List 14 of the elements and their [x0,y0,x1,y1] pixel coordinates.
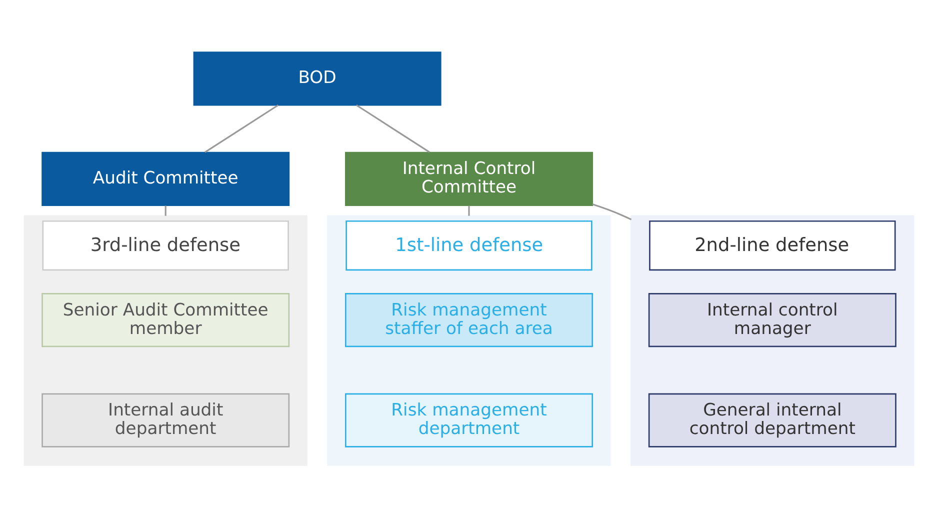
connector [164,206,166,216]
node-box: General internal control department [648,393,896,448]
node-box: Internal Control Committee [345,152,593,206]
node-box: Risk management department [345,393,593,448]
node-box: Risk management staffer of each area [345,293,593,348]
connector [592,204,632,220]
node-box: Internal control manager [648,293,896,348]
node-box: Senior Audit Committee member [42,293,290,348]
node-box: BOD [193,52,442,106]
connector [204,104,279,153]
connector [356,104,430,153]
node-box: Internal audit department [42,393,290,448]
connector [468,206,470,216]
node-box: Audit Committee [42,152,290,206]
